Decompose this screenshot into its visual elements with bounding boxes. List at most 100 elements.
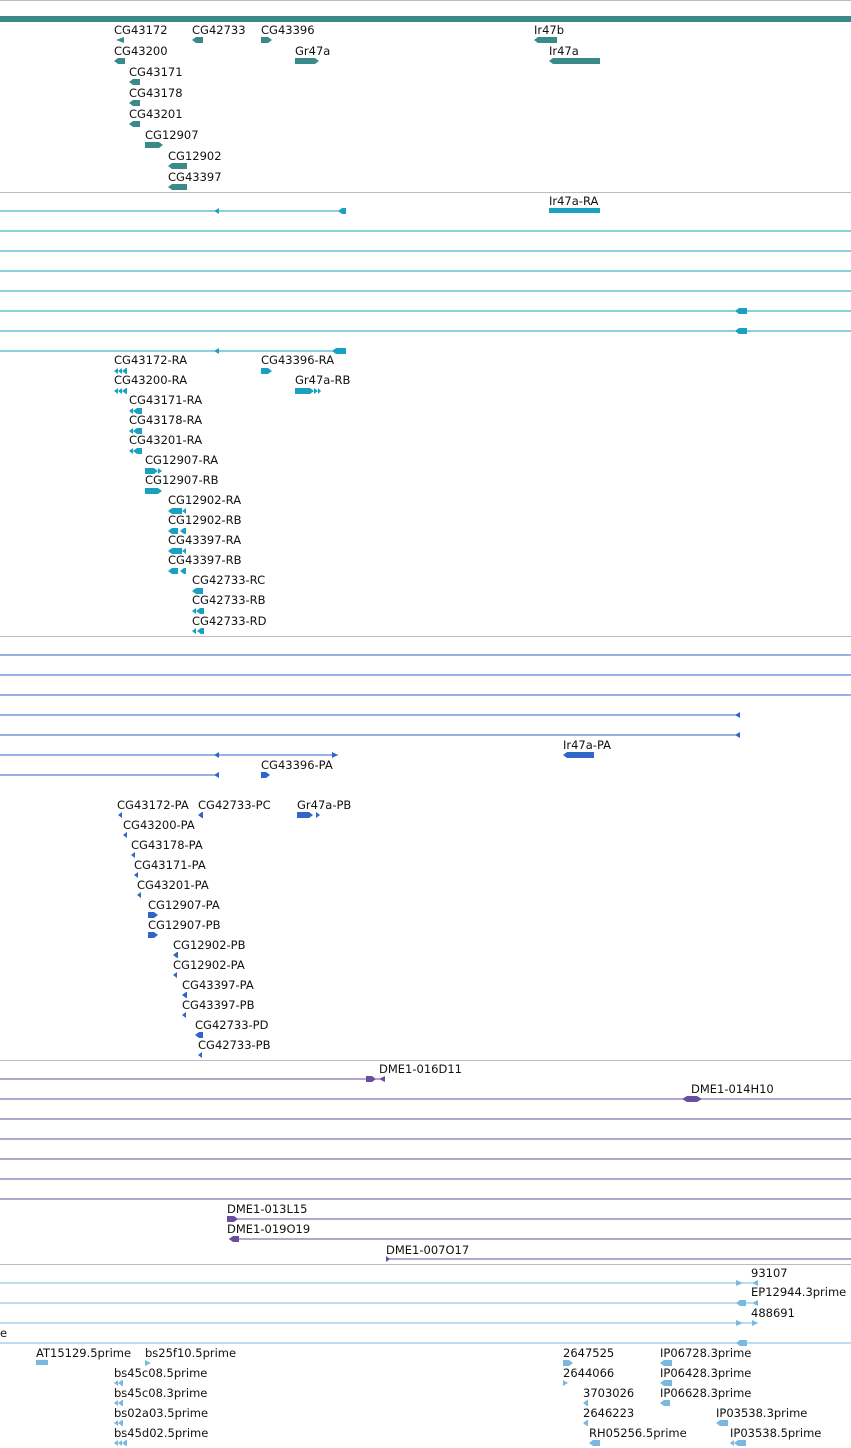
alignment-glyph[interactable]: [227, 1216, 238, 1222]
feature-glyph[interactable]: [297, 812, 320, 818]
bac-feature[interactable]: DME1-013L15: [227, 1202, 851, 1222]
est-feature[interactable]: RH05256.5prime: [589, 1426, 687, 1446]
feature-glyph[interactable]: [182, 1012, 186, 1018]
cds-feature[interactable]: CG12902-PB: [173, 938, 246, 958]
feature-glyph[interactable]: [295, 388, 321, 394]
est-feature[interactable]: 2646223: [583, 1406, 634, 1426]
feature-glyph[interactable]: [563, 1360, 573, 1366]
est-feature[interactable]: IP06628.3prime: [660, 1386, 751, 1406]
feature-glyph[interactable]: [583, 1420, 588, 1426]
feature-glyph[interactable]: [168, 163, 187, 169]
bac-row[interactable]: [0, 1096, 851, 1102]
feature-glyph[interactable]: [295, 58, 319, 64]
cds-feature[interactable]: CG43172-PA: [117, 798, 189, 818]
cds-row[interactable]: [0, 732, 740, 738]
gene-feature[interactable]: Ir47a: [549, 44, 600, 64]
cds-feature[interactable]: CG12907-PB: [148, 918, 221, 938]
gene-feature[interactable]: Ir47b: [534, 23, 564, 43]
feature-glyph[interactable]: [192, 588, 203, 594]
feature-glyph[interactable]: [116, 37, 124, 43]
cds-row[interactable]: [0, 712, 740, 718]
transcript-feature[interactable]: CG43397-RA: [168, 533, 241, 554]
est-row[interactable]: [0, 1320, 758, 1326]
gene-feature[interactable]: CG43172: [114, 23, 168, 43]
cds-feature[interactable]: CG43396-PA: [261, 758, 333, 778]
feature-glyph[interactable]: [114, 58, 125, 64]
transcript-feature[interactable]: CG43178-RA: [129, 413, 202, 434]
cds-feature[interactable]: Gr47a-PB: [297, 798, 351, 818]
feature-glyph[interactable]: [549, 58, 600, 64]
feature-glyph[interactable]: [168, 528, 186, 534]
feature-glyph[interactable]: [114, 368, 127, 374]
alignment-glyph[interactable]: [229, 1236, 239, 1242]
est-feature[interactable]: e: [0, 1326, 7, 1340]
cds-feature[interactable]: CG43397-PB: [182, 998, 255, 1018]
bac-feature[interactable]: DME1-016D11: [379, 1062, 462, 1076]
est-feature[interactable]: bs45c08.3prime: [114, 1386, 207, 1406]
cds-feature[interactable]: CG42733-PC: [198, 798, 271, 818]
feature-glyph[interactable]: [534, 37, 557, 43]
feature-glyph[interactable]: [129, 79, 140, 85]
feature-glyph[interactable]: [131, 852, 135, 858]
est-feature[interactable]: 2647525: [563, 1346, 614, 1366]
transcript-row[interactable]: [0, 348, 346, 354]
feature-glyph[interactable]: [182, 992, 187, 998]
cds-feature[interactable]: CG42733-PD: [195, 1018, 269, 1038]
transcript-row[interactable]: [0, 208, 346, 214]
feature-glyph[interactable]: [137, 892, 141, 898]
est-feature[interactable]: IP03538.3prime: [716, 1406, 807, 1426]
feature-glyph[interactable]: [192, 608, 204, 614]
cds-feature[interactable]: CG43171-PA: [134, 858, 206, 878]
feature-glyph[interactable]: [129, 408, 142, 414]
gene-feature[interactable]: CG42733: [192, 23, 246, 43]
est-feature[interactable]: 488691: [751, 1306, 795, 1320]
feature-glyph[interactable]: [145, 468, 162, 474]
est-feature[interactable]: IP06728.3prime: [660, 1346, 751, 1366]
feature-glyph[interactable]: [145, 1360, 151, 1366]
bac-feature[interactable]: DME1-014H10: [691, 1082, 774, 1096]
feature-glyph[interactable]: [563, 752, 594, 758]
transcript-feature[interactable]: Gr47a-RB: [295, 373, 350, 394]
transcript-feature[interactable]: CG43171-RA: [129, 393, 202, 414]
feature-glyph[interactable]: [118, 812, 122, 818]
est-feature[interactable]: bs45d02.5prime: [114, 1426, 208, 1446]
transcript-feature[interactable]: CG42733-RC: [192, 573, 265, 594]
feature-glyph[interactable]: [192, 37, 203, 43]
est-row[interactable]: [0, 1340, 851, 1346]
feature-glyph[interactable]: [168, 508, 186, 514]
feature-glyph[interactable]: [261, 772, 270, 778]
est-feature[interactable]: IP03538.5prime: [730, 1426, 821, 1446]
transcript-feature[interactable]: CG43396-RA: [261, 353, 334, 374]
feature-glyph[interactable]: [114, 1380, 123, 1386]
feature-glyph[interactable]: [261, 37, 272, 43]
gene-feature[interactable]: CG43397: [168, 170, 222, 190]
gene-feature[interactable]: CG43200: [114, 44, 168, 64]
feature-glyph[interactable]: [129, 100, 140, 106]
feature-glyph[interactable]: [168, 548, 186, 554]
feature-glyph[interactable]: [134, 872, 138, 878]
transcript-feature[interactable]: CG43200-RA: [114, 373, 187, 394]
feature-glyph[interactable]: [148, 912, 158, 918]
bac-feature[interactable]: DME1-007O17: [386, 1243, 851, 1262]
cds-feature[interactable]: CG43201-PA: [137, 878, 209, 898]
feature-glyph[interactable]: [660, 1380, 672, 1386]
feature-glyph[interactable]: [114, 1420, 123, 1426]
feature-glyph[interactable]: [660, 1360, 672, 1366]
transcript-feature[interactable]: CG12902-RB: [168, 513, 242, 534]
feature-glyph[interactable]: [148, 932, 158, 938]
feature-glyph[interactable]: [730, 1440, 746, 1446]
feature-glyph[interactable]: [192, 628, 204, 634]
cds-feature[interactable]: CG42733-PB: [198, 1038, 271, 1058]
feature-glyph[interactable]: [129, 428, 142, 434]
feature-glyph[interactable]: [168, 568, 186, 574]
gene-span-bar[interactable]: [0, 16, 851, 22]
feature-glyph[interactable]: [198, 812, 203, 818]
cds-feature[interactable]: Ir47a-PA: [563, 738, 611, 758]
bac-row[interactable]: [0, 1076, 385, 1082]
feature-glyph[interactable]: [716, 1420, 728, 1426]
cds-feature[interactable]: CG43200-PA: [123, 818, 195, 838]
feature-glyph[interactable]: [198, 1052, 202, 1058]
transcript-row[interactable]: [0, 308, 851, 314]
feature-glyph[interactable]: [114, 1440, 127, 1446]
gene-feature[interactable]: CG43396: [261, 23, 315, 43]
